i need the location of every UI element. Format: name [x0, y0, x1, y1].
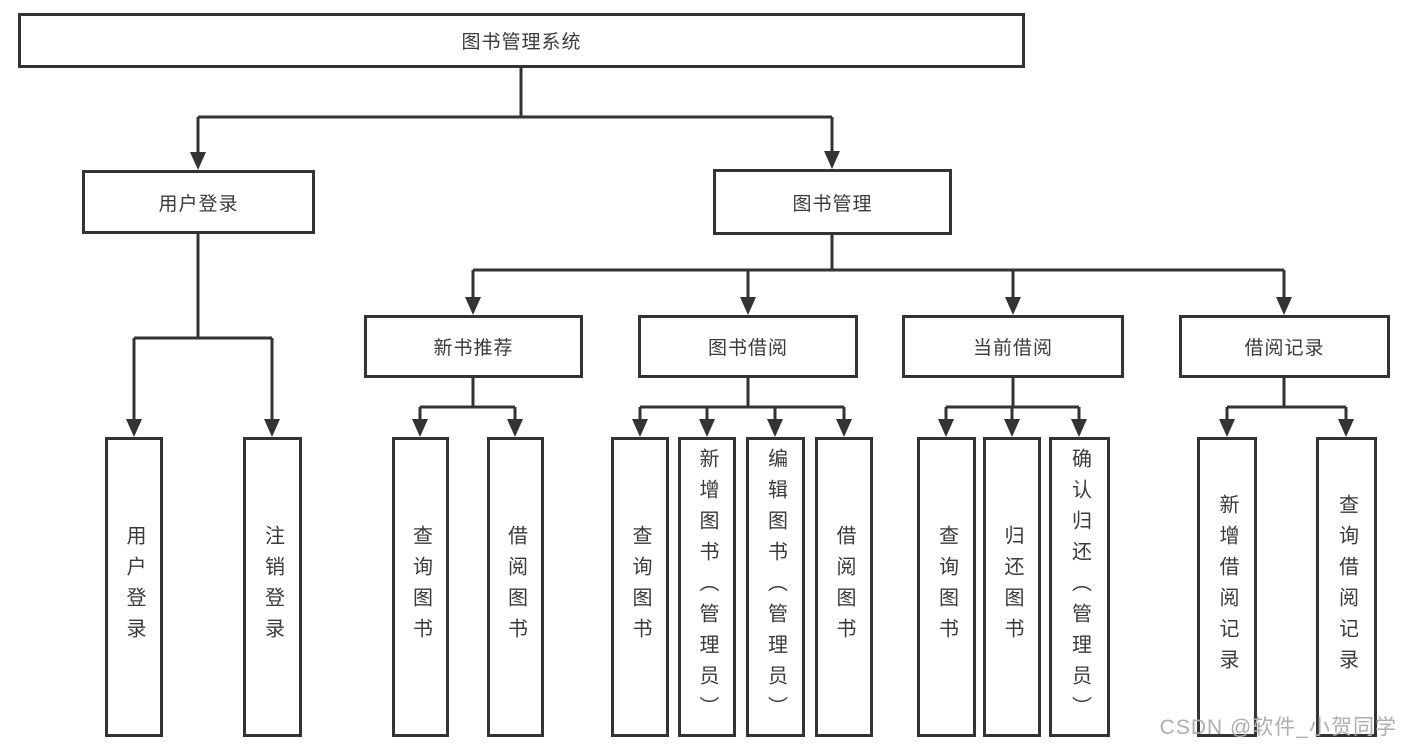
- connector-current-borrow: [944, 378, 1081, 421]
- node-new-books: 新书推荐: [364, 315, 583, 378]
- connector-book-mgmt-arrows: [465, 297, 1292, 315]
- leaf-records-query: 查询借阅记录: [1316, 437, 1377, 737]
- leaf-borrow-borrow: 借阅图书: [815, 437, 873, 737]
- node-current-borrow: 当前借阅: [902, 315, 1124, 378]
- leaf-borrow-add: 新增图书（管理员）: [678, 437, 736, 737]
- connector-book-borrow: [638, 378, 846, 421]
- leaf-current-query: 查询图书: [917, 437, 976, 737]
- leaf-newbooks-query: 查询图书: [392, 437, 449, 737]
- connector-book-borrow-arrows: [632, 419, 852, 437]
- node-root: 图书管理系统: [18, 13, 1025, 68]
- connector-root-arrows: [190, 151, 840, 170]
- connector-new-books-arrows: [412, 419, 523, 437]
- csdn-watermark: CSDN @软件_小贺同学: [1159, 716, 1397, 739]
- connector-borrow-records-arrows: [1219, 419, 1354, 437]
- leaf-user-login: 用户登录: [105, 437, 163, 737]
- leaf-newbooks-borrow: 借阅图书: [487, 437, 544, 737]
- leaf-borrow-query: 查询图书: [611, 437, 669, 737]
- connector-book-mgmt: [471, 235, 1286, 299]
- connector-root: [196, 68, 834, 154]
- leaf-current-return: 归还图书: [983, 437, 1041, 737]
- connector-borrow-records: [1225, 378, 1348, 421]
- connector-current-borrow-arrows: [938, 419, 1087, 437]
- leaf-logout: 注销登录: [243, 437, 302, 737]
- node-borrow-records: 借阅记录: [1179, 315, 1390, 378]
- node-user-login: 用户登录: [82, 170, 315, 234]
- connector-user-login: [132, 234, 274, 421]
- leaf-records-add: 新增借阅记录: [1197, 437, 1257, 737]
- leaf-current-confirm: 确认归还（管理员）: [1049, 437, 1110, 737]
- connector-new-books: [418, 378, 517, 421]
- connector-user-login-arrows: [126, 419, 280, 437]
- node-book-borrow: 图书借阅: [638, 315, 858, 378]
- node-book-mgmt: 图书管理: [713, 169, 952, 235]
- leaf-borrow-edit: 编辑图书（管理员）: [746, 437, 805, 737]
